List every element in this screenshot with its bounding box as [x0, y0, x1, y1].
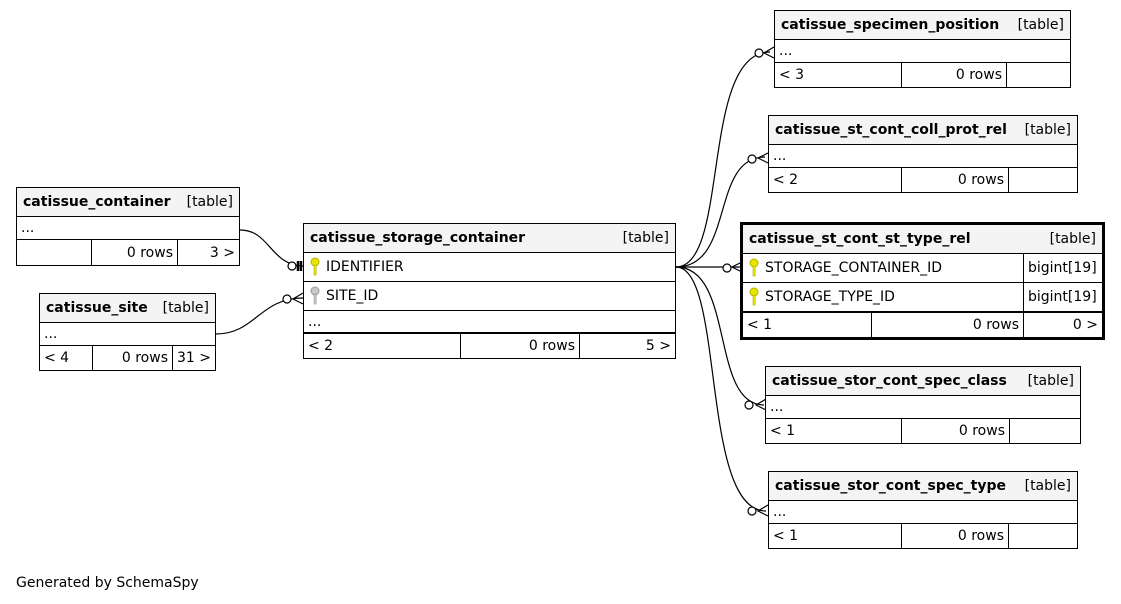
relation-storage-spec-type	[675, 266, 767, 512]
generated-by-footer: Generated by SchemaSpy	[16, 575, 199, 591]
table-catissue-st-cont-coll-prot-rel[interactable]: catissue_st_cont_coll_prot_rel [table] .…	[768, 115, 1078, 193]
children-count: 31 >	[172, 346, 215, 370]
foreign-key-icon	[310, 286, 320, 305]
parents-count: < 2	[773, 172, 799, 188]
children-count: 0 >	[1023, 313, 1102, 337]
table-type: [table]	[1049, 231, 1096, 247]
more-columns: ...	[769, 145, 1077, 168]
relation-storage-spec-pos	[675, 51, 771, 268]
row-count: 0 rows	[460, 334, 579, 358]
table-catissue-specimen-position[interactable]: catissue_specimen_position [table] ... <…	[774, 10, 1071, 88]
more-columns: ...	[775, 40, 1070, 63]
table-type: [table]	[162, 300, 209, 316]
table-stats-row: < 1 0 rows	[766, 419, 1080, 443]
children-count: 3 >	[177, 240, 239, 265]
table-header: catissue_stor_cont_spec_type [table]	[769, 472, 1077, 501]
table-catissue-site[interactable]: catissue_site [table] ... < 4 0 rows 31 …	[39, 293, 216, 371]
more-columns: ...	[769, 501, 1077, 524]
parents-count: < 1	[773, 528, 799, 544]
table-name: catissue_stor_cont_spec_class	[772, 373, 1007, 389]
row-count: 0 rows	[901, 419, 1009, 443]
table-catissue-storage-container[interactable]: catissue_storage_container [table] IDENT…	[303, 223, 676, 359]
parents-count	[17, 240, 91, 265]
parents-count: < 2	[308, 338, 334, 354]
row-count: 0 rows	[91, 240, 177, 265]
table-stats-row: < 2 0 rows	[769, 168, 1077, 192]
table-header: catissue_container [table]	[17, 188, 239, 217]
column-name: IDENTIFIER	[326, 259, 404, 275]
table-name: catissue_st_cont_st_type_rel	[749, 231, 971, 247]
table-stats-row: 0 rows 3 >	[17, 240, 239, 265]
row-count: 0 rows	[92, 346, 172, 370]
table-type: [table]	[1024, 478, 1071, 494]
row-count: 0 rows	[901, 63, 1006, 87]
table-name: catissue_container	[23, 194, 171, 210]
children-count	[1006, 63, 1070, 87]
table-type: [table]	[622, 230, 669, 246]
table-name: catissue_storage_container	[310, 230, 526, 246]
table-stats-row: < 1 0 rows 0 >	[743, 312, 1102, 337]
table-header: catissue_stor_cont_spec_class [table]	[766, 367, 1080, 396]
children-count: 5 >	[579, 334, 675, 358]
table-catissue-container[interactable]: catissue_container [table] ... 0 rows 3 …	[16, 187, 240, 266]
column-type: bigint[19]	[1023, 283, 1102, 311]
relation-site-storage	[215, 297, 304, 335]
more-columns: ...	[304, 311, 675, 334]
table-type: [table]	[186, 194, 233, 210]
column-row: STORAGE_CONTAINER_ID bigint[19]	[743, 254, 1102, 283]
children-count	[1009, 419, 1080, 443]
table-stats-row: < 2 0 rows 5 >	[304, 334, 675, 358]
table-name: catissue_stor_cont_spec_type	[775, 478, 1006, 494]
relation-container-storage	[239, 229, 304, 267]
table-header: catissue_storage_container [table]	[304, 224, 675, 253]
children-count	[1008, 168, 1077, 192]
primary-key-icon	[310, 257, 320, 276]
more-columns: ...	[766, 396, 1080, 419]
table-name: catissue_st_cont_coll_prot_rel	[775, 122, 1007, 138]
parents-count: < 4	[44, 350, 70, 366]
column-name: SITE_ID	[326, 288, 379, 304]
table-name: catissue_site	[46, 300, 148, 316]
parents-count: < 1	[747, 317, 773, 333]
table-header: catissue_st_cont_coll_prot_rel [table]	[769, 116, 1077, 145]
parents-count: < 3	[779, 67, 805, 83]
column-name: STORAGE_TYPE_ID	[765, 289, 895, 305]
table-stats-row: < 3 0 rows	[775, 63, 1070, 87]
parents-count: < 1	[770, 423, 796, 439]
column-row: STORAGE_TYPE_ID bigint[19]	[743, 283, 1102, 312]
table-stats-row: < 1 0 rows	[769, 524, 1077, 548]
table-name: catissue_specimen_position	[781, 17, 1000, 33]
relation-storage-spec-class	[675, 266, 765, 406]
more-columns: ...	[40, 323, 215, 346]
relation-storage-coll-prot	[675, 156, 766, 268]
primary-key-icon	[749, 258, 759, 277]
column-row: IDENTIFIER	[304, 253, 675, 282]
column-row: SITE_ID	[304, 282, 675, 311]
table-type: [table]	[1024, 122, 1071, 138]
primary-key-icon	[749, 287, 759, 306]
children-count	[1008, 524, 1077, 548]
table-catissue-stor-cont-spec-class[interactable]: catissue_stor_cont_spec_class [table] ..…	[765, 366, 1081, 444]
table-header: catissue_specimen_position [table]	[775, 11, 1070, 40]
row-count: 0 rows	[901, 168, 1008, 192]
row-count: 0 rows	[901, 524, 1008, 548]
table-type: [table]	[1017, 17, 1064, 33]
table-header: catissue_site [table]	[40, 294, 215, 323]
table-stats-row: < 4 0 rows 31 >	[40, 346, 215, 370]
column-name: STORAGE_CONTAINER_ID	[765, 260, 943, 276]
table-catissue-st-cont-st-type-rel[interactable]: catissue_st_cont_st_type_rel [table] STO…	[740, 222, 1105, 340]
table-type: [table]	[1027, 373, 1074, 389]
row-count: 0 rows	[871, 313, 1023, 337]
table-catissue-stor-cont-spec-type[interactable]: catissue_stor_cont_spec_type [table] ...…	[768, 471, 1078, 549]
table-header: catissue_st_cont_st_type_rel [table]	[743, 225, 1102, 254]
column-type: bigint[19]	[1023, 254, 1102, 282]
more-columns: ...	[17, 217, 239, 240]
